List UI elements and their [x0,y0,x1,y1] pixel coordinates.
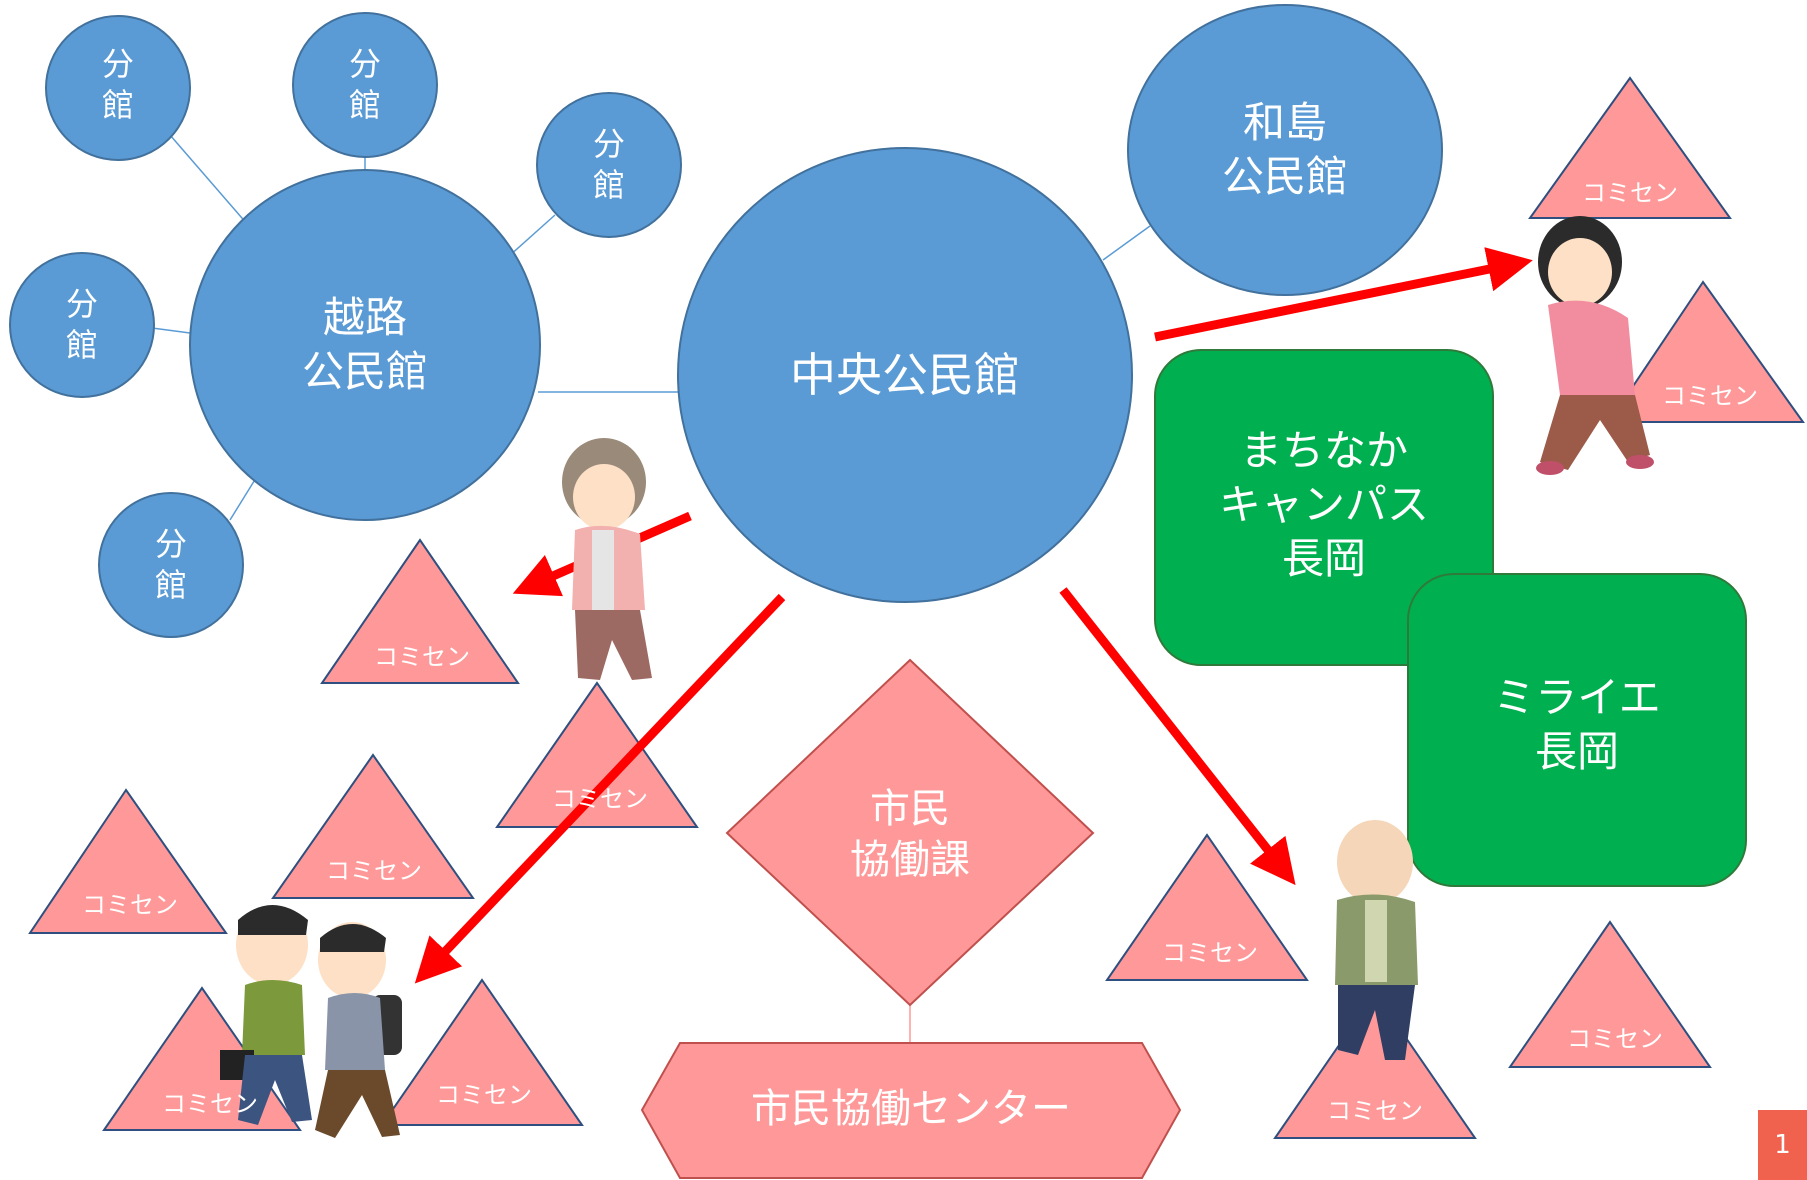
komisen-triangle [1273,991,1477,1139]
komisen-label: コミセン [374,642,470,671]
machinaka-campus-box [1154,349,1494,666]
connector-lines [151,134,1151,1042]
komisen-triangle [1508,920,1712,1068]
red-arrow [1154,247,1533,342]
kyodo-center-label: 市民協働センター [751,1086,1071,1133]
komisen-label: コミセン [1662,381,1758,410]
red-arrow [1059,587,1296,886]
branch-hall-label: 分 館 [154,525,187,604]
branch-hall-label: 分 館 [101,45,134,124]
miraie-label: ミライエ 長岡 [1493,673,1661,776]
kyodo-ka-diamond [725,658,1095,1007]
branch-hall-circle [45,15,191,161]
komisen-triangle [28,788,228,934]
branch-hall-circle [98,492,244,638]
central-hall-label: 中央公民館 [790,347,1020,402]
machinaka-campus-label: まちなか キャンパス 長岡 [1218,426,1429,583]
connector-line [1102,225,1151,261]
branch-hall-circle [292,12,438,158]
connector-line [151,327,191,334]
branch-hall-label: 分 館 [592,125,625,204]
walking-old-man-illustration [1335,820,1418,1060]
komisen-label: コミセン [1162,938,1258,967]
red-arrow [414,593,786,984]
branch-hall-circle [536,92,682,238]
komisen-triangle [1105,833,1309,981]
komisen-label: コミセン [436,1080,532,1109]
kyodo-center-hexagon [640,1042,1182,1179]
branch-hall-circle [9,252,155,398]
komisen-label: コミセン [326,856,422,885]
walking-old-woman-illustration [562,438,652,680]
page-number: 1 [1758,1110,1807,1180]
connector-line [229,477,257,521]
wajima-hall-circle [1127,4,1443,296]
kyodo-ka-label: 市民 協働課 [850,785,970,883]
miraie-box [1407,573,1747,887]
komisen-triangle [271,753,475,899]
koshiji-hall-circle [189,169,541,521]
komisen-label: コミセン [82,890,178,919]
komisen-label: コミセン [1327,1096,1423,1125]
connector-line [507,214,556,258]
komisen-triangle [1528,76,1732,219]
komisen-label: コミセン [1567,1024,1663,1053]
komisen-label: コミセン [552,784,648,813]
komisen-triangle [495,681,699,828]
walking-boys-illustration [220,905,402,1138]
branch-hall-label: 分 館 [65,285,98,364]
walking-woman-illustration [1536,216,1654,475]
wajima-hall-label: 和島 公民館 [1221,98,1348,201]
koshiji-hall-label: 越路 公民館 [301,293,428,396]
komisen-label: コミセン [162,1089,258,1118]
komisen-triangle [1607,280,1805,423]
komisen-triangle [320,538,520,684]
connector-line [169,134,249,226]
komisen-label: コミセン [1582,178,1678,207]
komisen-triangle [380,978,584,1126]
branch-hall-label: 分 館 [348,45,381,124]
central-hall-circle [677,147,1133,603]
